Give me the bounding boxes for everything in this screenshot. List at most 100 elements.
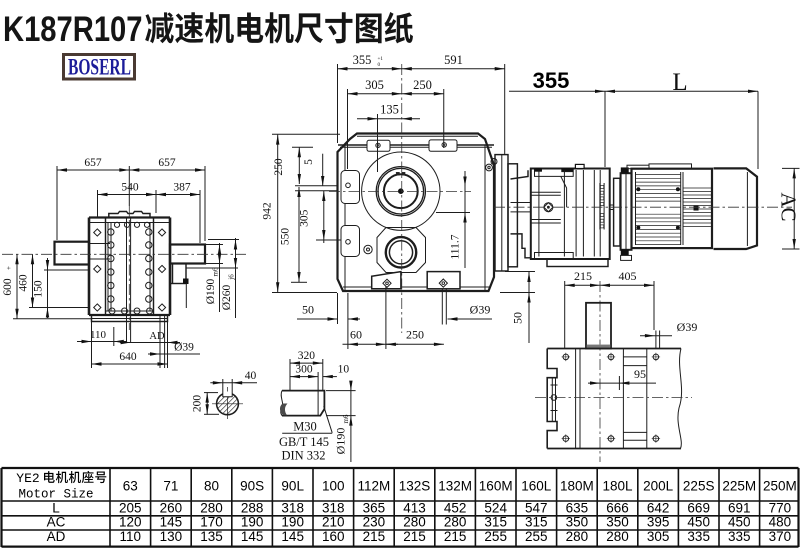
svg-text:111.7: 111.7 — [450, 234, 462, 259]
svg-text:255: 255 — [484, 529, 507, 544]
svg-text:225M: 225M — [722, 479, 756, 494]
svg-text:365: 365 — [363, 501, 386, 516]
svg-text:250: 250 — [273, 158, 285, 176]
svg-text:300: 300 — [295, 363, 313, 375]
svg-text:460: 460 — [18, 274, 30, 292]
svg-text:m6: m6 — [342, 414, 350, 423]
svg-text:280: 280 — [444, 515, 467, 530]
svg-text:450: 450 — [728, 515, 751, 530]
svg-text:DIN 332: DIN 332 — [281, 449, 325, 463]
svg-text:770: 770 — [769, 501, 792, 516]
svg-text:60: 60 — [350, 328, 362, 342]
svg-text:305: 305 — [365, 78, 384, 92]
svg-text:AD: AD — [47, 529, 66, 544]
svg-text:215: 215 — [444, 529, 467, 544]
svg-text:260: 260 — [160, 501, 183, 516]
svg-text:0: 0 — [378, 62, 381, 68]
svg-text:GB/T 145: GB/T 145 — [279, 435, 329, 449]
svg-text:AD: AD — [149, 331, 165, 342]
svg-text:145: 145 — [241, 529, 264, 544]
svg-text:215: 215 — [403, 529, 426, 544]
svg-text:215: 215 — [574, 269, 592, 283]
svg-text:50: 50 — [511, 312, 525, 324]
svg-text:K187R107: K187R107 — [3, 10, 143, 49]
svg-text:180L: 180L — [602, 479, 633, 494]
svg-text:Ø260: Ø260 — [221, 284, 233, 310]
svg-text:Ø39: Ø39 — [677, 320, 698, 334]
svg-text:145: 145 — [281, 529, 304, 544]
svg-text:350: 350 — [606, 515, 629, 530]
svg-text:150: 150 — [33, 280, 45, 298]
svg-text:657: 657 — [84, 157, 102, 169]
svg-text:225S: 225S — [683, 479, 715, 494]
svg-text:+1: +1 — [378, 56, 384, 62]
svg-text:40: 40 — [245, 370, 257, 382]
svg-text:230: 230 — [363, 515, 386, 530]
svg-text:205: 205 — [119, 501, 142, 516]
svg-text:315: 315 — [525, 515, 548, 530]
svg-text:255: 255 — [525, 529, 548, 544]
svg-text:370: 370 — [769, 529, 792, 544]
svg-text:AC: AC — [47, 515, 66, 530]
svg-text:63: 63 — [123, 479, 138, 494]
svg-text:120: 120 — [119, 515, 142, 530]
svg-text:L: L — [52, 501, 60, 516]
svg-text:450: 450 — [687, 515, 710, 530]
svg-text:90S: 90S — [240, 479, 264, 494]
svg-text:540: 540 — [121, 182, 139, 194]
svg-text:280: 280 — [403, 515, 426, 530]
svg-text:200: 200 — [192, 395, 204, 413]
svg-text:305: 305 — [299, 209, 311, 227]
svg-text:190: 190 — [281, 515, 304, 530]
svg-text:288: 288 — [241, 501, 264, 516]
svg-text:452: 452 — [444, 501, 467, 516]
svg-text:95: 95 — [634, 367, 646, 381]
svg-text:547: 547 — [525, 501, 548, 516]
svg-text:AC: AC — [777, 192, 800, 221]
svg-text:942: 942 — [261, 202, 273, 220]
svg-text:90L: 90L — [281, 479, 304, 494]
svg-text:m6: m6 — [212, 267, 220, 276]
svg-text:190: 190 — [241, 515, 264, 530]
svg-text:591: 591 — [444, 53, 463, 67]
svg-text:642: 642 — [647, 501, 670, 516]
svg-text:Motor Size: Motor Size — [18, 488, 93, 502]
svg-text:j6: j6 — [228, 274, 236, 281]
svg-text:250: 250 — [413, 78, 432, 92]
svg-text:550: 550 — [280, 228, 292, 246]
svg-text:318: 318 — [281, 501, 304, 516]
svg-text:280: 280 — [606, 529, 629, 544]
svg-text:215: 215 — [363, 529, 386, 544]
svg-text:130: 130 — [160, 529, 183, 544]
svg-text:210: 210 — [322, 515, 345, 530]
svg-text:71: 71 — [163, 479, 178, 494]
svg-text:395: 395 — [647, 515, 670, 530]
svg-text:110: 110 — [90, 329, 107, 341]
svg-text:100: 100 — [322, 479, 345, 494]
svg-text:160L: 160L — [521, 479, 552, 494]
svg-text:250: 250 — [406, 328, 424, 342]
svg-text:405: 405 — [619, 269, 637, 283]
svg-text:413: 413 — [403, 501, 426, 516]
svg-text:L: L — [672, 69, 687, 96]
svg-text:350: 350 — [566, 515, 589, 530]
svg-text:335: 335 — [728, 529, 751, 544]
svg-text:135: 135 — [380, 103, 399, 117]
svg-text:657: 657 — [158, 157, 176, 169]
svg-text:691: 691 — [728, 501, 751, 516]
svg-text:170: 170 — [200, 515, 223, 530]
svg-text:132M: 132M — [438, 479, 472, 494]
svg-text:355: 355 — [533, 68, 570, 93]
svg-text:80: 80 — [204, 479, 219, 494]
svg-text:524: 524 — [484, 501, 507, 516]
svg-text:669: 669 — [687, 501, 710, 516]
svg-text:50: 50 — [302, 303, 314, 317]
svg-text:145: 145 — [160, 515, 183, 530]
svg-text:160M: 160M — [479, 479, 513, 494]
svg-text:Ø39: Ø39 — [174, 342, 194, 354]
svg-text:135: 135 — [200, 529, 223, 544]
svg-text:Ø190: Ø190 — [334, 428, 348, 455]
svg-text:635: 635 — [566, 501, 589, 516]
svg-text:YE2: YE2 — [16, 471, 39, 486]
svg-text:5: 5 — [303, 159, 315, 165]
